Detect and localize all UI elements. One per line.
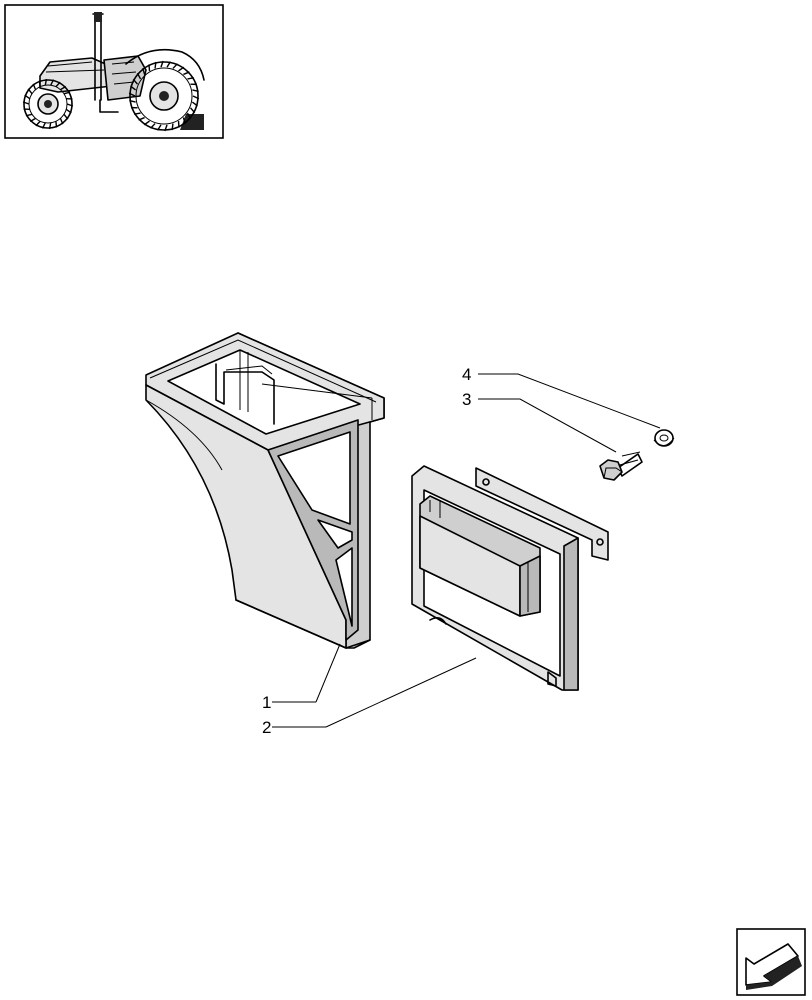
fender-bracket-part xyxy=(145,332,385,649)
callout-1: 1 xyxy=(262,693,271,712)
leader-lines xyxy=(272,373,661,728)
callout-4: 4 xyxy=(462,365,471,384)
callout-3: 3 xyxy=(462,390,471,409)
tractor-thumbnail-icon[interactable] xyxy=(4,4,224,139)
callout-2: 2 xyxy=(262,718,271,737)
storage-box-part xyxy=(411,465,609,691)
washer-part xyxy=(653,429,675,447)
bolt-part xyxy=(599,451,643,481)
next-page-arrow-icon[interactable] xyxy=(736,928,806,996)
